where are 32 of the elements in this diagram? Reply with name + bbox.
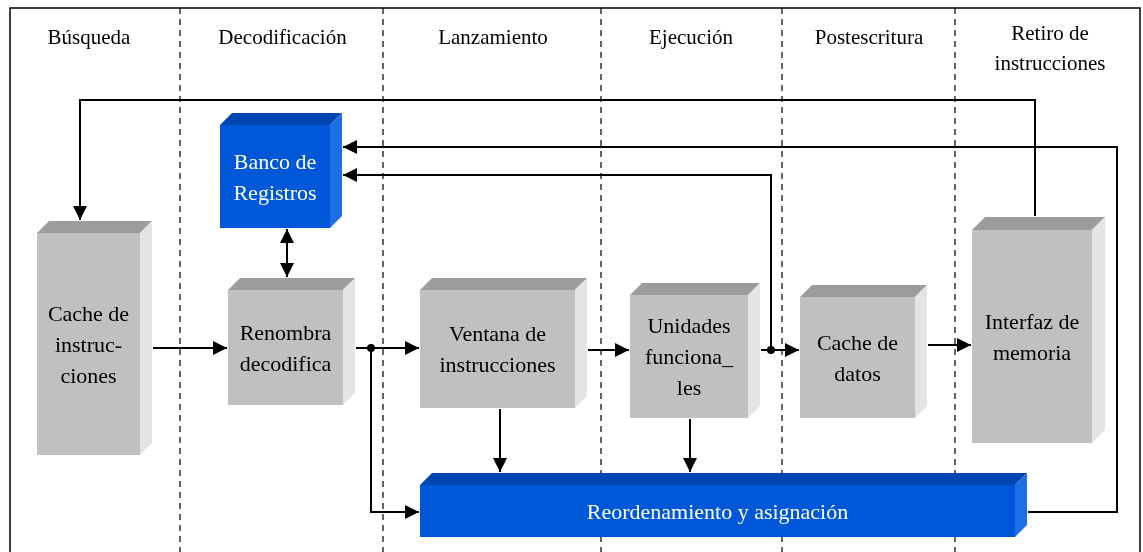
node-label: Banco de Registros: [232, 147, 318, 207]
process-box: [420, 278, 587, 408]
arrow: [342, 168, 772, 351]
process-box: [220, 113, 342, 228]
process-box: [420, 473, 1027, 537]
arrow: [280, 228, 294, 278]
node-label: Unidades funciona_ les: [644, 312, 735, 402]
stage-label: Lanzamiento: [437, 24, 549, 51]
stage-label: Postescritura: [813, 24, 925, 51]
stage-label: Búsqueda: [46, 24, 132, 51]
stage-label: Ejecución: [648, 24, 734, 51]
process-box: [630, 283, 760, 418]
node-label: Cache de instruc- ciones: [46, 299, 131, 390]
arrow: [493, 408, 507, 473]
process-box: [228, 278, 355, 405]
process-box: [972, 217, 1105, 443]
process-box: [800, 285, 927, 418]
node-label: Interfaz de memoria: [983, 307, 1081, 367]
node-label: Ventana de instrucciones: [438, 320, 557, 379]
process-box: [37, 221, 152, 455]
arrow: [152, 341, 228, 355]
stage-label: Decodificación: [217, 24, 348, 51]
arrow: [683, 418, 697, 473]
arrow: [587, 343, 630, 357]
node-label: Reordenamiento y asignación: [586, 497, 849, 526]
arrow: [342, 140, 1118, 513]
node-label: Cache de datos: [815, 328, 900, 388]
stage-label: Retiro de instrucciones: [993, 20, 1107, 77]
arrow: [355, 347, 420, 519]
arrow: [927, 338, 972, 352]
node-label: Renombra decodifica: [238, 318, 333, 378]
arrow: [73, 99, 1036, 221]
